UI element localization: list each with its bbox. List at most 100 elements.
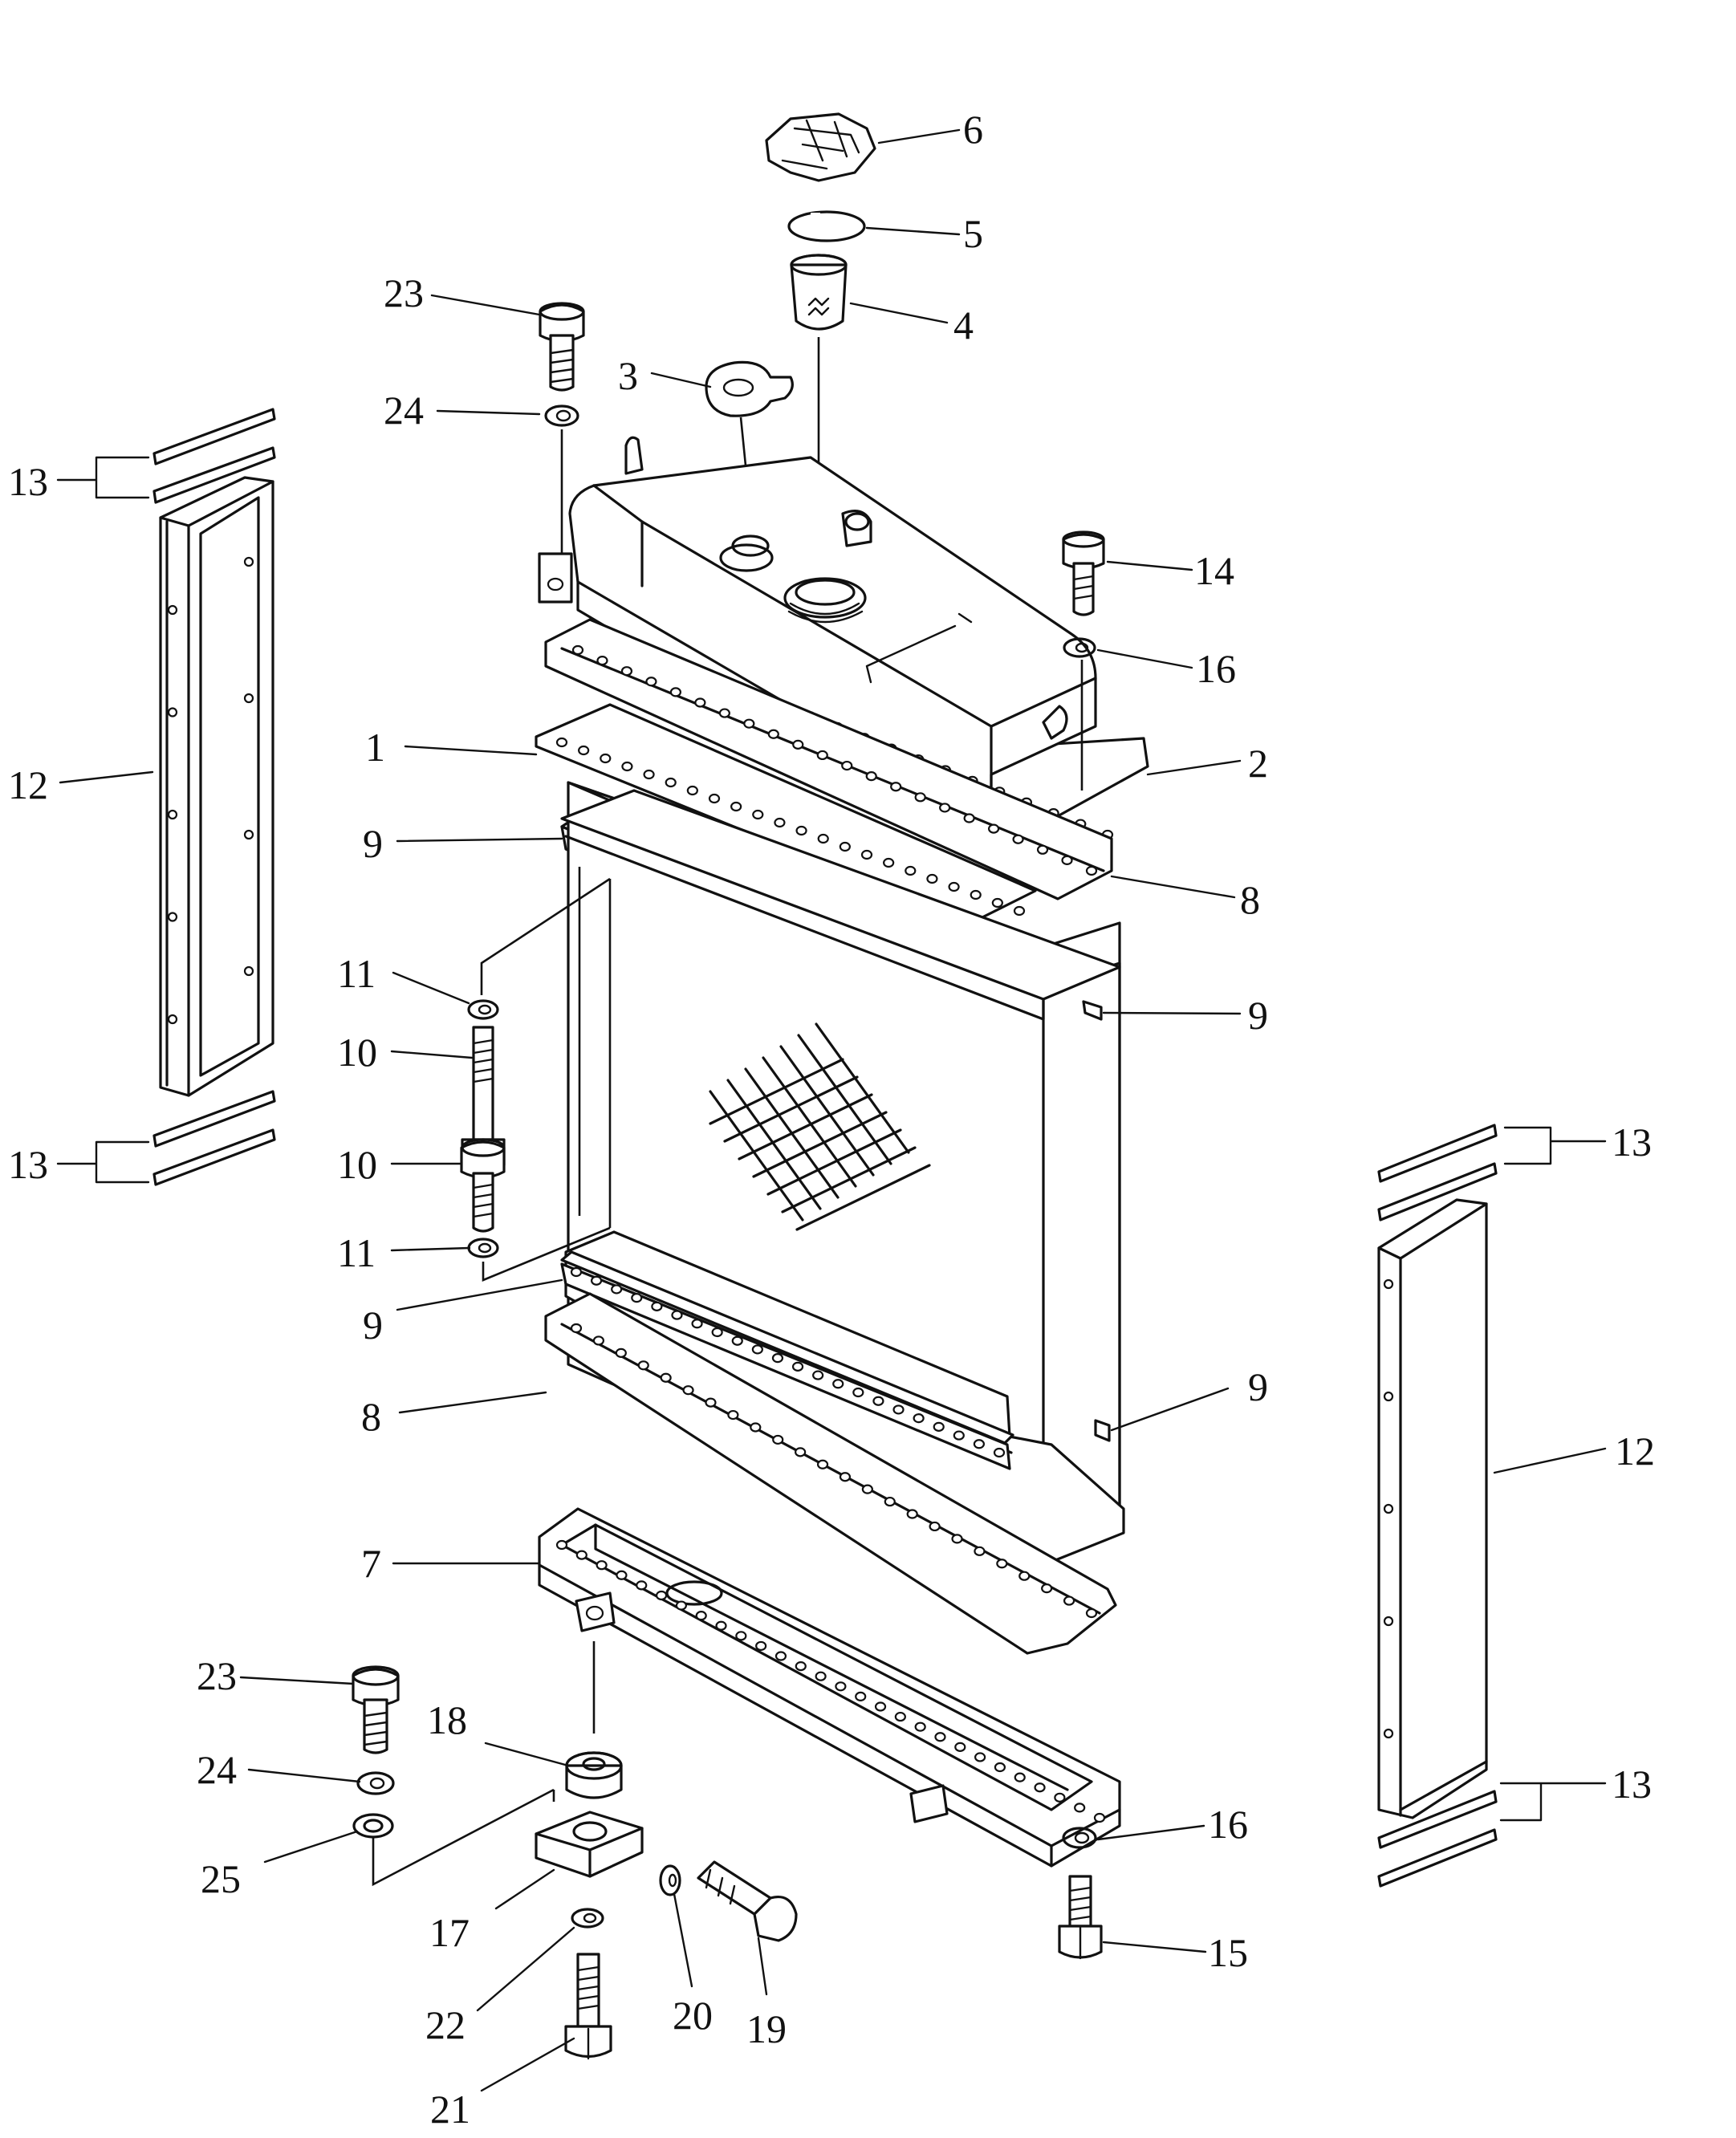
bolt-hole bbox=[555, 737, 568, 748]
bolt-hole bbox=[735, 1631, 747, 1641]
bolt-hole bbox=[774, 817, 786, 828]
guide-line-10-lower bbox=[482, 1226, 611, 1282]
bolt-hole bbox=[1054, 1792, 1066, 1803]
bolt-hole bbox=[884, 1496, 896, 1507]
bolt-hole bbox=[695, 1611, 707, 1621]
bolt-14 bbox=[1062, 530, 1105, 616]
bolt-hole bbox=[839, 1472, 852, 1482]
bolt-hole bbox=[792, 739, 804, 750]
washer-24-bottom bbox=[356, 1771, 395, 1795]
bolt-hole bbox=[1093, 1812, 1106, 1823]
bolt-hole bbox=[987, 823, 1000, 834]
bolt-hole bbox=[914, 1721, 926, 1732]
bolt-hole bbox=[874, 1701, 887, 1712]
bolt-hole bbox=[1034, 1782, 1046, 1793]
washer-11-upper bbox=[467, 999, 499, 1020]
callout-20: 20 bbox=[673, 1993, 713, 2038]
bolt-hole bbox=[755, 1640, 767, 1652]
bolt-hole bbox=[934, 1732, 946, 1742]
callout-4: 4 bbox=[953, 303, 974, 348]
bolt-hole bbox=[1074, 1803, 1086, 1813]
bolt-hole bbox=[645, 677, 657, 687]
bolt-hole bbox=[731, 1335, 743, 1346]
callout-19: 19 bbox=[746, 2006, 787, 2051]
bushing-18 bbox=[565, 1751, 623, 1799]
bolt-hole bbox=[860, 849, 873, 860]
callout-24b: 24 bbox=[197, 1747, 237, 1792]
bolt-hole bbox=[578, 745, 590, 756]
panel-hole bbox=[1383, 1728, 1394, 1739]
bolt-hole bbox=[905, 865, 917, 876]
callout-17: 17 bbox=[429, 1910, 470, 1955]
washer-25 bbox=[352, 1813, 394, 1839]
bolt-hole bbox=[600, 753, 612, 764]
bolt-hole bbox=[643, 769, 655, 780]
bolt-23-bottom bbox=[352, 1665, 400, 1754]
mesh-line bbox=[709, 1090, 804, 1221]
bolt-hole bbox=[795, 825, 807, 836]
bolt-hole bbox=[571, 644, 584, 656]
bolt-hole bbox=[708, 793, 721, 804]
bolt-hole bbox=[705, 1397, 717, 1408]
panel-hole bbox=[1383, 1278, 1394, 1290]
bolt-hole bbox=[1014, 1772, 1026, 1782]
bracket-17 bbox=[535, 1811, 644, 1878]
lower-tank-7 bbox=[538, 1507, 1121, 1868]
bolt-hole bbox=[711, 1327, 723, 1338]
bolt-hole bbox=[1036, 844, 1049, 855]
bolt-hole bbox=[996, 1559, 1008, 1569]
bolt-hole bbox=[682, 1385, 694, 1396]
callout-23b: 23 bbox=[197, 1653, 237, 1698]
callout-16b: 16 bbox=[1208, 1802, 1248, 1847]
bolt-hole bbox=[914, 792, 926, 803]
bolt-hole bbox=[727, 1409, 739, 1421]
callout-2: 2 bbox=[1248, 741, 1268, 786]
bolt-hole bbox=[718, 708, 730, 718]
mesh-line bbox=[709, 1058, 844, 1125]
bolt-hole bbox=[767, 729, 779, 739]
bolt-hole bbox=[929, 1521, 941, 1532]
bolt-hole bbox=[951, 1534, 963, 1544]
bolt-hole bbox=[570, 1323, 583, 1334]
mesh-line bbox=[762, 1056, 857, 1188]
bolt-19 bbox=[697, 1860, 798, 1942]
washer-16-top bbox=[1063, 637, 1096, 791]
callout-9c: 9 bbox=[363, 1303, 383, 1347]
side-panel-12-left bbox=[159, 476, 274, 1097]
panel-hole bbox=[243, 556, 254, 567]
bolt-hole bbox=[730, 801, 742, 812]
bolt-hole bbox=[948, 881, 960, 892]
bolt-hole bbox=[596, 1560, 608, 1571]
bolt-hole bbox=[1061, 855, 1073, 866]
mesh-line bbox=[797, 1034, 892, 1165]
mesh-line bbox=[795, 1164, 931, 1231]
bolt-hole bbox=[861, 1484, 873, 1494]
bolt-hole bbox=[841, 760, 853, 771]
bolt-hole bbox=[751, 1344, 763, 1355]
bolt-hole bbox=[892, 1404, 905, 1415]
washer-11-lower bbox=[467, 1238, 499, 1258]
bolt-hole bbox=[1085, 1608, 1098, 1619]
bolt-hole bbox=[839, 841, 851, 852]
callout-3: 3 bbox=[618, 353, 638, 398]
bolt-hole bbox=[570, 1266, 583, 1278]
bolt-hole bbox=[592, 1335, 605, 1346]
panel-hole bbox=[1383, 1616, 1394, 1627]
mesh-line bbox=[815, 1022, 910, 1154]
bolt-hole bbox=[795, 1447, 807, 1457]
bolt-hole bbox=[817, 833, 829, 844]
bolt-hole bbox=[1018, 1571, 1031, 1581]
cap-6 bbox=[765, 112, 876, 182]
bolt-hole bbox=[926, 873, 938, 884]
bolt-hole bbox=[791, 1361, 804, 1372]
callout-13d: 13 bbox=[1612, 1762, 1652, 1807]
washer-20 bbox=[659, 1864, 681, 1896]
panel-hole bbox=[167, 707, 178, 717]
guide-line-25 bbox=[372, 1788, 555, 1887]
callout-9a: 9 bbox=[363, 821, 383, 866]
bolt-hole bbox=[991, 897, 1003, 908]
bolt-hole bbox=[694, 697, 706, 708]
bolt-21 bbox=[564, 1953, 612, 2060]
washer-22 bbox=[571, 1908, 604, 1929]
